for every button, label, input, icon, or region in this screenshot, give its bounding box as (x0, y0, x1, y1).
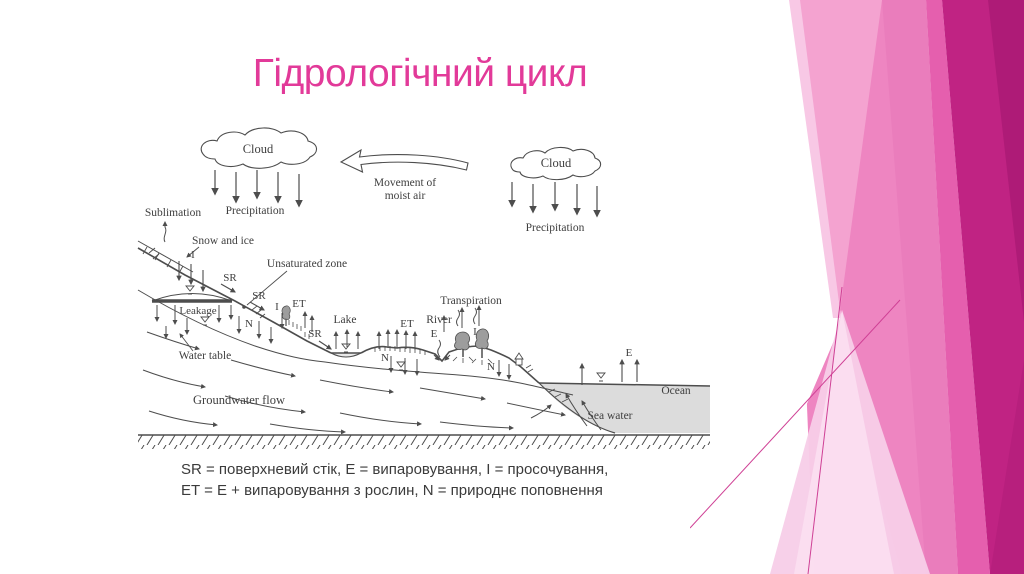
abbr-et-2: ET (400, 318, 414, 330)
sublimation-label: Sublimation (145, 207, 201, 219)
abbr-i-3: I (473, 326, 477, 338)
hydrologic-cycle-diagram: Cloud Precipitation Movement of moist ai… (135, 120, 715, 450)
moist-air-label-line1: Movement of (374, 177, 436, 189)
transpiration-arrows (456, 305, 482, 328)
precipitation-left-label: Precipitation (226, 205, 285, 217)
ocean-label: Ocean (661, 385, 691, 397)
lake-label: Lake (334, 314, 357, 326)
sr-arrow-3 (318, 340, 332, 350)
n-arrows-plain (388, 356, 420, 376)
reservoir-leakage (151, 292, 234, 339)
sublimation-arrow (148, 221, 168, 260)
moist-air-label-line2: moist air (385, 190, 426, 202)
decorative-pink-facets (690, 0, 1024, 574)
cloud-right-label: Cloud (541, 156, 572, 170)
precipitation-arrows-right (508, 182, 601, 218)
precipitation-arrows-left (211, 170, 303, 208)
river-evaporation (433, 315, 451, 361)
abbreviation-caption: SR = поверхневий стік, E = випаровування… (181, 459, 741, 501)
hydrologic-cycle-svg: Cloud Precipitation Movement of moist ai… (137, 127, 711, 449)
n-arrows-left (236, 316, 274, 344)
caption-line-1: SR = поверхневий стік, E = випаровування… (181, 461, 609, 478)
moist-air-arrow (339, 148, 469, 173)
groundwater-flow-label: Groundwater flow (193, 393, 285, 407)
ocean-evaporation-arrows (579, 358, 640, 385)
ocean-region (538, 382, 711, 434)
small-tree (281, 305, 291, 326)
bedrock-hatch (138, 434, 710, 449)
snow-and-ice-label: Snow and ice (192, 235, 254, 247)
abbr-sr-3: SR (308, 328, 322, 340)
sr-arrow-1 (220, 283, 236, 293)
abbr-i-1: I (191, 249, 195, 261)
unsaturated-zone-label: Unsaturated zone (267, 258, 347, 270)
house (514, 352, 534, 373)
abbr-n-3: N (487, 361, 495, 373)
mountain-slope (137, 240, 332, 354)
trees (452, 328, 493, 365)
lake (330, 329, 362, 358)
water-table-pointer (179, 333, 194, 352)
water-table-label: Water table (179, 350, 231, 362)
abbr-i-2: I (275, 301, 279, 313)
abbr-e-1: E (431, 328, 438, 340)
river-label: River (426, 314, 452, 326)
grass-ticks-plain (374, 346, 426, 355)
caption-line-2: ET = E + випаровування з рослин, N = при… (181, 482, 603, 499)
abbr-sr-2: SR (252, 290, 266, 302)
slide-title: Гідрологічний цикл (252, 52, 588, 95)
cloud-left (200, 127, 318, 169)
n-arrows-right (496, 360, 512, 380)
abbr-n-2: N (381, 352, 389, 364)
grass-ticks-slope (288, 320, 310, 339)
water-level-markers (185, 285, 606, 382)
abbr-sr-1: SR (223, 272, 237, 284)
transpiration-label: Transpiration (440, 295, 502, 307)
snow-pointer-arrow (186, 246, 200, 258)
leakage-label: Leakage (179, 305, 216, 317)
sea-water-label: Sea water (587, 410, 632, 422)
unsaturated-zone-pointer (242, 270, 288, 319)
abbr-e-2: E (626, 347, 633, 359)
abbr-n-1: N (245, 318, 253, 330)
groundwater-flow-arrows (142, 331, 602, 435)
infiltration-arrows-upper (176, 261, 206, 293)
water-table-line (137, 289, 574, 396)
abbr-et-1: ET (292, 298, 306, 310)
et-arrows-plain (376, 329, 418, 350)
cloud-left-label: Cloud (243, 142, 274, 156)
cloud-right (510, 146, 602, 181)
et-arrows-slope (302, 311, 315, 332)
precipitation-right-label: Precipitation (526, 222, 585, 234)
